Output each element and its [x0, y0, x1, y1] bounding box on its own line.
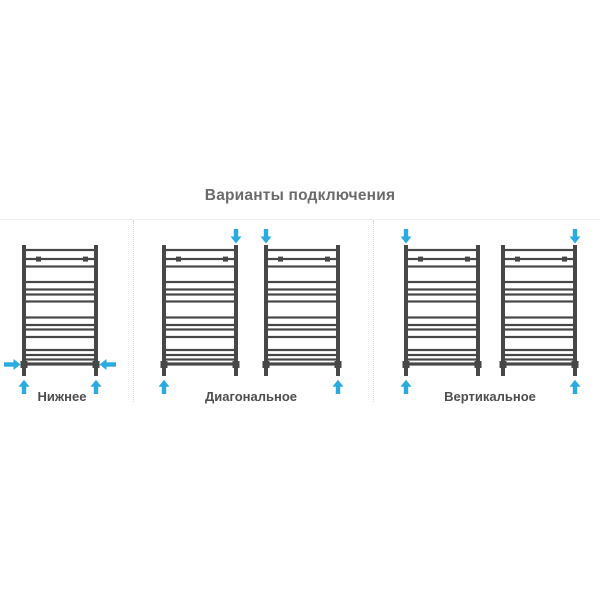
radiator-diagram-diagonal-1 [260, 229, 344, 394]
towel-rail-body [402, 245, 482, 376]
flow-arrow-bottom-right-up [569, 379, 581, 394]
flow-arrow-bottom-left-up [400, 379, 412, 394]
flow-arrow-side-right-in [99, 359, 116, 370]
radiator-diagram-vertical-1 [499, 229, 581, 394]
flow-arrow-bottom-right-up [332, 379, 344, 394]
towel-rail-body [262, 245, 342, 376]
flow-arrow-bottom-left-up [18, 379, 30, 394]
variant-label-bottom: Нижнее [37, 389, 87, 404]
towel-rail-body [160, 245, 240, 376]
radiator-diagram-diagonal-0 [158, 229, 242, 394]
radiator-diagram-vertical-0 [400, 229, 482, 394]
flow-arrow-bottom-right-up [90, 379, 102, 394]
flow-arrow-top-left-down [260, 229, 272, 244]
variant-label-diagonal: Диагональное [204, 389, 298, 404]
towel-rail-body [499, 245, 579, 376]
flow-arrow-bottom-left-up [158, 379, 170, 394]
variant-label-vertical: Вертикальное [444, 389, 536, 404]
flow-arrow-top-right-down [230, 229, 242, 244]
flow-arrow-side-left-in [4, 359, 21, 370]
flow-arrow-top-right-down [569, 229, 581, 244]
flow-arrow-top-left-down [400, 229, 412, 244]
page-title: Варианты подключения [204, 187, 396, 204]
radiator-diagram-bottom-0 [4, 245, 116, 394]
towel-rail-body [20, 245, 100, 376]
top-separator-line [0, 219, 600, 220]
section-divider [133, 220, 134, 402]
section-divider [373, 220, 374, 402]
